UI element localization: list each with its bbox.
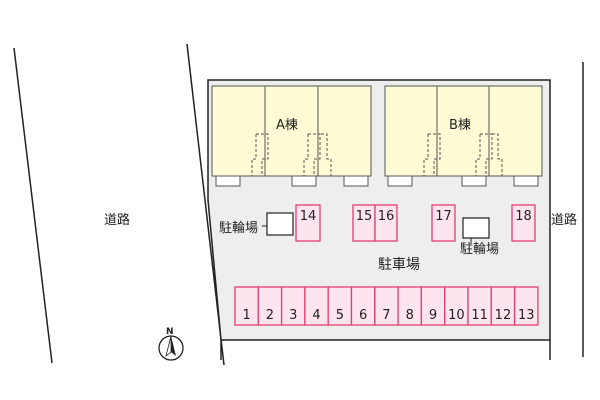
parking-space-14: 14: [295, 204, 321, 242]
bike-parking-right: [462, 217, 490, 239]
building-b-stair-1: [423, 133, 441, 176]
parking-space-number: 3: [289, 308, 297, 323]
parking-space-9: 9: [420, 286, 446, 326]
parking-space-number: 6: [359, 308, 367, 323]
parking-space-18: 18: [511, 204, 536, 242]
building-b-step-1: [387, 175, 413, 187]
parking-space-number: 4: [312, 308, 320, 323]
parking-space-11: 11: [467, 286, 492, 326]
parking-space-1: 1: [234, 286, 259, 326]
parking-lot-label: 駐車場: [378, 256, 420, 273]
parking-space-13: 13: [513, 286, 539, 326]
building-a-stair-2: [303, 133, 321, 176]
parking-space-number: 9: [429, 308, 437, 323]
parking-space-number: 2: [266, 308, 274, 323]
parking-space-10: 10: [444, 286, 469, 326]
building-a-body: [211, 85, 372, 177]
parking-space-box: [295, 204, 321, 242]
parking-spaces-top: 14 15 16 17 18: [295, 204, 536, 242]
building-a-label: A棟: [276, 118, 298, 133]
parking-space-7: 7: [374, 286, 399, 326]
parking-space-2: 2: [257, 286, 283, 326]
parking-space-15: 15: [352, 204, 376, 242]
building-a-stair-3: [321, 133, 332, 176]
parking-space-6: 6: [350, 286, 376, 326]
building-a: A棟: [211, 85, 372, 187]
parking-space-box: [374, 204, 398, 242]
road-label-left: 道路: [104, 212, 130, 228]
building-b-stair-2: [475, 133, 493, 176]
parking-space-box: [431, 204, 456, 242]
bike-parking-left: [266, 212, 294, 236]
parking-space-number: 15: [356, 209, 373, 224]
building-a-stair-1: [251, 133, 269, 176]
parking-space-box: [513, 286, 539, 326]
parking-space-number: 8: [406, 308, 414, 323]
building-b: B棟: [384, 85, 543, 187]
parking-space-number: 7: [382, 308, 390, 323]
building-a-step-1: [215, 175, 241, 187]
parking-space-number: 17: [435, 209, 452, 224]
bike-parking-right-label: 駐輪場: [460, 241, 499, 257]
compass-needle-light: [165, 335, 172, 358]
parking-space-number: 16: [378, 209, 395, 224]
parking-space-number: 10: [448, 308, 465, 323]
parking-space-16: 16: [374, 204, 398, 242]
parking-space-number: 14: [300, 209, 317, 224]
building-b-step-3: [513, 175, 539, 187]
parking-space-5: 5: [327, 286, 353, 326]
bike-parking-left-label: 駐輪場: [219, 220, 258, 236]
parking-space-number: 12: [495, 308, 512, 323]
parking-space-number: 11: [471, 308, 488, 323]
parking-space-number: 13: [518, 308, 535, 323]
building-a-step-3: [343, 175, 369, 187]
north-compass-icon: N: [158, 327, 184, 361]
building-b-body: [384, 85, 543, 177]
building-b-step-2: [461, 175, 487, 187]
parking-space-3: 3: [280, 286, 306, 326]
parking-space-4: 4: [304, 286, 329, 326]
road-label-right: 道路: [551, 212, 577, 228]
parking-space-number: 18: [515, 209, 532, 224]
parking-space-number: 1: [243, 308, 251, 323]
road-left-edge-outer: [13, 47, 53, 364]
building-a-step-2: [291, 175, 317, 187]
compass-label: N: [166, 327, 174, 337]
parking-space-box: [511, 204, 536, 242]
building-b-label: B棟: [449, 118, 471, 133]
parking-space-12: 12: [490, 286, 516, 326]
building-b-stair-3: [492, 133, 503, 176]
parking-space-17: 17: [431, 204, 456, 242]
parking-space-8: 8: [397, 286, 423, 326]
parking-space-number: 5: [336, 308, 344, 323]
compass-needle-dark: [171, 336, 176, 356]
